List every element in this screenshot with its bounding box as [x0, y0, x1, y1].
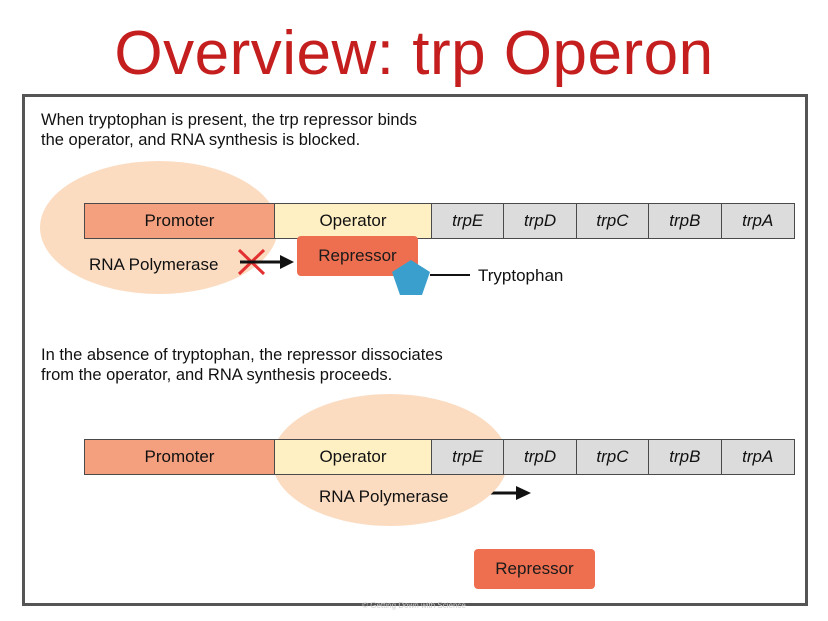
repressor-free: Repressor	[474, 549, 595, 589]
segment-trpE: trpE	[432, 440, 505, 474]
tryptophan-pentagon-icon	[392, 260, 430, 295]
caption-present-line1: When tryptophan is present, the trp repr…	[41, 111, 418, 129]
segment-operator: Operator	[275, 204, 432, 238]
segment-trpC: trpC	[576, 204, 650, 238]
segment-trpE: trpE	[432, 204, 505, 238]
slide-title: Overview: trp Operon	[114, 19, 714, 88]
segment-trpA: trpA	[721, 204, 794, 238]
segment-trpA: trpA	[721, 440, 794, 474]
watermark: © Getting Down with Science	[362, 601, 466, 610]
caption-absent-line1: In the absence of tryptophan, the repres…	[41, 346, 443, 364]
segment-trpC: trpC	[576, 440, 650, 474]
diagram-frame	[22, 94, 808, 606]
segment-promoter: Promoter	[85, 204, 275, 238]
segment-trpD: trpD	[504, 440, 577, 474]
segment-trpB: trpB	[649, 204, 722, 238]
gene-bar-present: Promoter Operator trpE trpD trpC trpB tr…	[84, 203, 795, 239]
segment-trpD: trpD	[504, 204, 577, 238]
caption-absent: In the absence of tryptophan, the repres…	[41, 345, 443, 385]
blocked-arrow-icon	[240, 255, 294, 269]
gene-bar-absent: Promoter Operator trpE trpD trpC trpB tr…	[84, 439, 795, 475]
segment-promoter: Promoter	[85, 440, 275, 474]
caption-absent-line2: from the operator, and RNA synthesis pro…	[41, 366, 393, 384]
segment-trpB: trpB	[649, 440, 722, 474]
rna-polymerase-label-active: RNA Polymerase	[319, 487, 449, 506]
rna-polymerase-label: RNA Polymerase	[89, 255, 219, 274]
segment-operator: Operator	[275, 440, 432, 474]
tryptophan-label: Tryptophan	[478, 266, 564, 285]
caption-present: When tryptophan is present, the trp repr…	[41, 110, 417, 150]
caption-present-line2: the operator, and RNA synthesis is block…	[41, 131, 361, 149]
